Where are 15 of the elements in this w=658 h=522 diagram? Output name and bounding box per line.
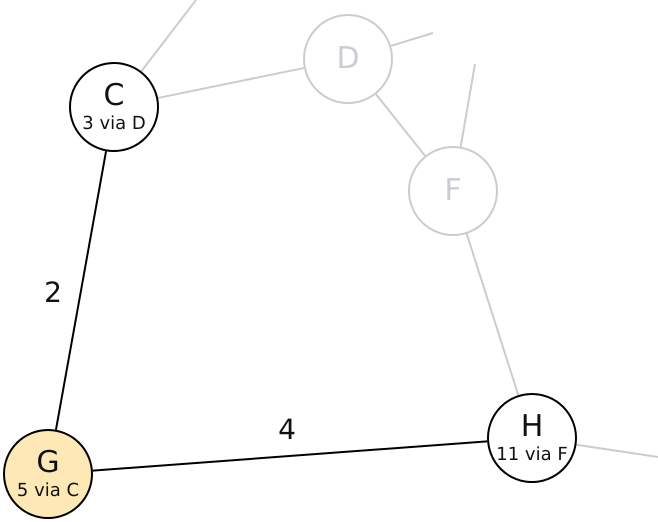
distance-label: 5 via C xyxy=(16,482,80,500)
node-name: H xyxy=(520,412,544,442)
connector-line xyxy=(375,94,426,156)
distance-label: 3 via D xyxy=(82,115,146,133)
connector-line xyxy=(466,234,520,396)
node-name: G xyxy=(36,448,60,478)
connector-line xyxy=(140,0,197,72)
connector-line xyxy=(576,444,658,458)
connector-line xyxy=(460,64,476,147)
connector-line xyxy=(390,32,434,47)
connector-line xyxy=(158,67,304,99)
distance-label: 11 via F xyxy=(496,446,568,464)
connector-line xyxy=(92,440,488,472)
node-name: C xyxy=(104,81,124,111)
connector-line xyxy=(54,151,108,430)
